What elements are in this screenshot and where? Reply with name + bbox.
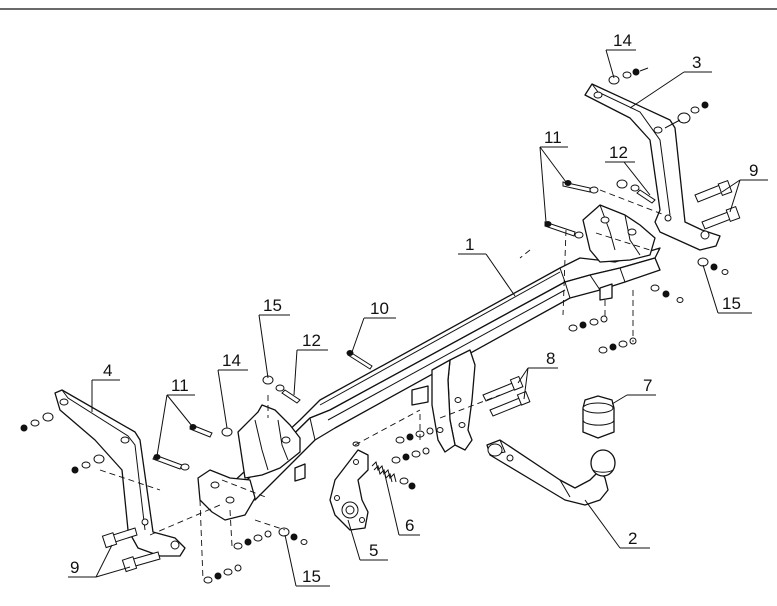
- part-labels: 14 3 11 12 9 1 15 15 10 12 8 14 4 11 7 6…: [70, 31, 758, 586]
- label-10: 10: [370, 299, 389, 318]
- left-bracket-part: [54, 389, 186, 557]
- label-15-bottom: 15: [302, 567, 321, 586]
- ball-cover-part: [582, 395, 615, 439]
- label-4: 4: [103, 361, 112, 380]
- label-8: 8: [546, 349, 555, 368]
- label-14-left: 14: [222, 351, 241, 370]
- label-11-left: 11: [171, 376, 189, 395]
- label-3: 3: [692, 53, 701, 72]
- fasteners: [20, 67, 741, 584]
- label-14-top: 14: [613, 31, 632, 50]
- label-2: 2: [628, 529, 637, 548]
- label-12-left: 12: [302, 331, 321, 350]
- spring-part: [371, 461, 416, 490]
- label-9-left: 9: [70, 558, 79, 577]
- label-9-right: 9: [749, 161, 758, 180]
- label-1: 1: [465, 235, 474, 254]
- right-bracket-part: [584, 83, 721, 251]
- hitch-receiver-plates: [411, 349, 476, 453]
- label-5: 5: [369, 541, 378, 560]
- socket-plate-part: [329, 441, 369, 531]
- assembly-lines: [99, 189, 663, 581]
- label-6: 6: [405, 516, 414, 535]
- label-12-right: 12: [609, 143, 628, 162]
- tow-ball-neck-part: [486, 439, 616, 506]
- crossbar-right-mount: [582, 204, 656, 301]
- label-7: 7: [643, 376, 652, 395]
- crossbar-left-mount: [197, 404, 306, 521]
- label-15-right: 15: [722, 294, 741, 313]
- label-15-left: 15: [263, 296, 282, 315]
- leader-lines: [68, 49, 768, 587]
- label-11-right: 11: [544, 128, 562, 147]
- crossbar-part: [229, 247, 661, 501]
